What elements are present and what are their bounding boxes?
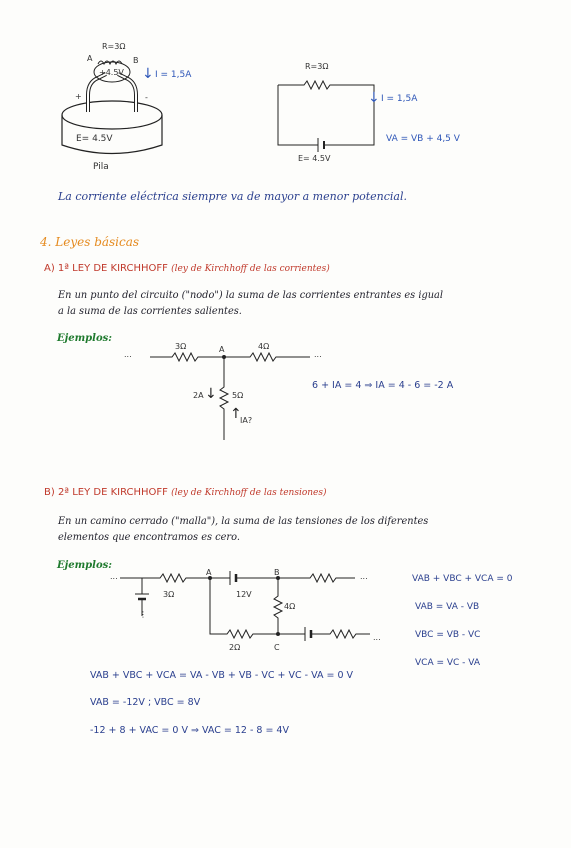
fig2-resistor-label: R=3Ω	[305, 62, 329, 71]
fig1-node-a: A	[87, 54, 93, 63]
law1-example-label: Ejemplos:	[57, 333, 112, 344]
node-diagram	[150, 345, 320, 455]
battery-bulb-figure	[60, 40, 170, 170]
law1-title: A) 1ª LEY DE KIRCHHOFF (ley de Kirchhoff…	[44, 263, 330, 274]
node-r-down: 5Ω	[232, 391, 244, 400]
schematic-figure	[278, 80, 378, 155]
fig2-emf-label: E= 4.5V	[298, 154, 331, 163]
law2-example-label: Ejemplos:	[57, 560, 112, 571]
law1-equation: 6 + IA = 4 ⇒ IA = 4 - 6 = -2 A	[312, 380, 454, 391]
law2-title: B) 2ª LEY DE KIRCHHOFF (ley de Kirchhoff…	[44, 487, 327, 498]
mesh-dots-bottom: ...	[373, 633, 381, 642]
node-dots-right: ...	[314, 350, 322, 359]
fig1-caption: Pila	[93, 162, 109, 172]
law2-side-eq-4: VCA = VC - VA	[415, 658, 481, 668]
law2-bottom-eq-1: VAB + VBC + VCA = VA - VB + VB - VC + VC…	[90, 670, 354, 681]
law2-text-line2: elementos que encontramos es cero.	[58, 532, 240, 543]
law1-text-line1: En un punto del circuito ("nodo") la sum…	[58, 290, 444, 301]
fig2-equation: VA = VB + 4,5 V	[386, 134, 460, 144]
fig1-current-arrow-icon: ↓	[142, 66, 154, 82]
mesh-dots-down: ⋮	[139, 610, 147, 619]
node-branch-arrow-icon: ↓	[205, 386, 217, 402]
section-heading: 4. Leyes básicas	[40, 235, 140, 249]
node-a: A	[219, 345, 225, 354]
fig1-emf-label: E= 4.5V	[76, 134, 113, 144]
mesh-r-3: 3Ω	[163, 590, 175, 599]
fig1-current-label: I = 1,5A	[155, 70, 192, 80]
law2-title-paren: (ley de Kirchhoff de las tensiones)	[171, 488, 327, 498]
node-unknown-current: IA?	[240, 416, 253, 425]
node-dots-left: ...	[124, 350, 132, 359]
node-r-left: 3Ω	[175, 342, 187, 351]
current-direction-text: La corriente eléctrica siempre va de may…	[58, 190, 408, 203]
law2-side-eq-1: VAB + VBC + VCA = 0	[412, 574, 513, 584]
mesh-diagram	[120, 568, 390, 648]
law1-title-prefix: A) 1ª LEY DE KIRCHHOFF	[44, 263, 168, 274]
law2-side-eq-2: VAB = VA - VB	[415, 602, 480, 612]
fig2-current-label: I = 1,5A	[381, 94, 418, 104]
fig1-resistor-label: R=3Ω	[102, 42, 126, 51]
law2-title-prefix: B) 2ª LEY DE KIRCHHOFF	[44, 487, 168, 498]
law2-bottom-eq-3: -12 + 8 + VAC = 0 V ⇒ VAC = 12 - 8 = 4V	[90, 725, 289, 736]
mesh-node-b: B	[274, 568, 280, 577]
law2-text-line1: En un camino cerrado ("malla"), la suma …	[58, 516, 429, 527]
mesh-node-a: A	[206, 568, 212, 577]
mesh-r-2: 2Ω	[229, 643, 241, 652]
mesh-dots-right: ...	[360, 572, 368, 581]
law2-side-eq-3: VBC = VB - VC	[415, 630, 481, 640]
mesh-battery: 12V	[236, 590, 252, 599]
fig2-current-arrow-icon: ↓	[368, 90, 380, 106]
mesh-node-c: C	[274, 643, 280, 652]
law1-text-line2: a la suma de las corrientes salientes.	[58, 306, 242, 317]
mesh-dots-left: ...	[110, 572, 118, 581]
fig1-node-b: B	[133, 56, 139, 65]
node-r-right: 4Ω	[258, 342, 270, 351]
fig1-bulb-voltage: +4.5V	[99, 68, 124, 77]
fig1-minus: -	[145, 93, 148, 102]
mesh-r-4: 4Ω	[284, 602, 296, 611]
law1-title-paren: (ley de Kirchhoff de las corrientes)	[171, 264, 330, 274]
fig1-plus: +	[75, 92, 82, 101]
node-branch-current: 2A	[193, 391, 204, 400]
node-unknown-arrow-icon: ↑	[230, 406, 242, 422]
law2-bottom-eq-2: VAB = -12V ; VBC = 8V	[90, 697, 201, 708]
